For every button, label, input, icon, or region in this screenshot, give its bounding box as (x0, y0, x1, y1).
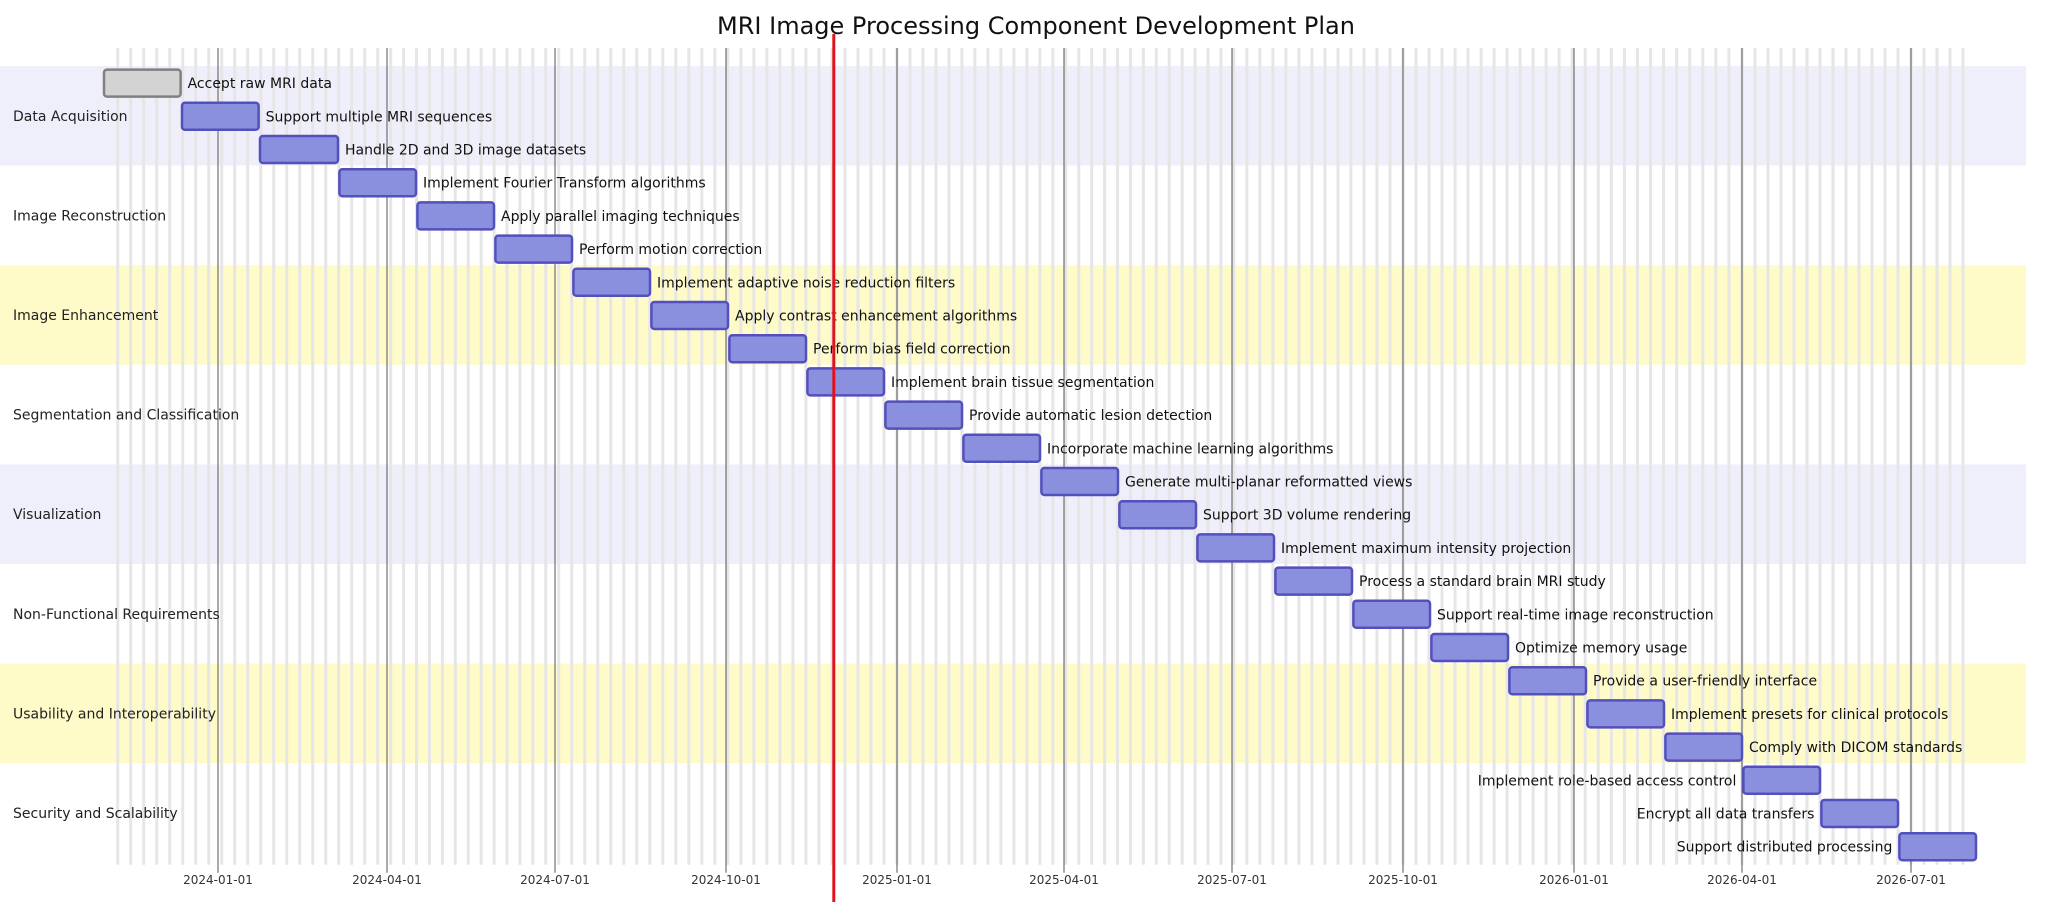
task-label: Implement maximum intensity projection (1281, 541, 1571, 557)
task-bar (1898, 831, 1978, 862)
task-bar (338, 167, 418, 198)
task-bar (258, 134, 340, 165)
x-tick-label: 2025-01-01 (862, 873, 932, 887)
x-tick-label: 2024-07-01 (520, 873, 590, 887)
task-bar (1040, 466, 1120, 497)
task-label: Implement Fourier Transform algorithms (423, 176, 706, 192)
task-label: Comply with DICOM standards (1749, 740, 1962, 756)
section-label: Data Acquisition (13, 109, 128, 125)
x-tick-label: 2024-04-01 (352, 873, 422, 887)
x-axis-ticks: 2024-01-01 2024-04-01 2024-07-01 2024-10-01… (183, 873, 1946, 887)
task-label: Optimize memory usage (1515, 641, 1687, 657)
section-label: Image Enhancement (13, 308, 159, 324)
task-label: Provide automatic lesion detection (969, 408, 1212, 424)
task-label: Support distributed processing (1677, 840, 1893, 856)
task-bar (416, 201, 496, 231)
x-tick-label: 2025-04-01 (1029, 873, 1099, 887)
task-label: Implement role-based access control (1478, 773, 1737, 789)
task-bar (728, 333, 808, 364)
task-label: Apply parallel imaging techniques (501, 209, 740, 225)
task-bar (806, 367, 886, 397)
task-label: Support 3D volume rendering (1203, 508, 1411, 524)
task-label: Accept raw MRI data (188, 76, 332, 92)
task-label: Apply contrast enhancement algorithms (735, 309, 1017, 325)
task-bar (650, 300, 730, 331)
x-tick-label: 2026-01-01 (1539, 873, 1609, 887)
section-label: Visualization (13, 507, 101, 523)
task-label: Support real-time image reconstruction (1437, 607, 1714, 623)
task-label: Handle 2D and 3D image datasets (345, 143, 586, 159)
section-label: Segmentation and Classification (13, 408, 239, 424)
task-label: Support multiple MRI sequences (266, 109, 493, 125)
task-bar (102, 68, 182, 98)
x-tick-label: 2025-07-01 (1197, 873, 1267, 887)
task-label: Implement presets for clinical protocols (1671, 707, 1948, 723)
task-bar (572, 267, 652, 298)
x-tick-label: 2025-10-01 (1368, 873, 1438, 887)
section-label: Image Reconstruction (13, 208, 166, 224)
task-label: Generate multi-planar reformatted views (1125, 475, 1412, 491)
task-label: Provide a user-friendly interface (1593, 674, 1817, 690)
task-label: Incorporate machine learning algorithms (1047, 441, 1333, 457)
task-label: Implement brain tissue segmentation (891, 375, 1154, 391)
task-bar (884, 400, 964, 430)
task-label: Perform motion correction (579, 242, 762, 258)
task-bar (1508, 665, 1588, 696)
task-label: Encrypt all data transfers (1637, 807, 1815, 823)
task-bar (1820, 798, 1900, 829)
task-bar (1586, 699, 1666, 729)
x-tick-label: 2024-10-01 (691, 873, 761, 887)
section-label: Security and Scalability (13, 806, 178, 822)
task-label: Process a standard brain MRI study (1359, 574, 1606, 590)
x-tick-label: 2026-07-01 (1876, 873, 1946, 887)
task-label: Implement adaptive noise reduction filte… (657, 275, 955, 291)
task-label: Perform bias field correction (813, 342, 1011, 358)
task-bar (1430, 632, 1510, 663)
chart-title: MRI Image Processing Component Developme… (717, 12, 1355, 40)
task-bar (1274, 566, 1354, 596)
task-bar (494, 234, 574, 264)
task-bar (1664, 732, 1744, 762)
task-bar (180, 101, 260, 132)
section-label: Usability and Interoperability (13, 706, 216, 722)
task-bar (962, 433, 1042, 464)
task-bar (1118, 499, 1198, 530)
task-bar (1352, 599, 1432, 630)
x-tick-label: 2026-04-01 (1707, 873, 1777, 887)
task-bar (1196, 533, 1276, 563)
section-label: Non-Functional Requirements (13, 607, 220, 623)
task-bar (1742, 765, 1822, 796)
task-bars (102, 68, 1978, 862)
x-tick-label: 2024-01-01 (183, 873, 253, 887)
